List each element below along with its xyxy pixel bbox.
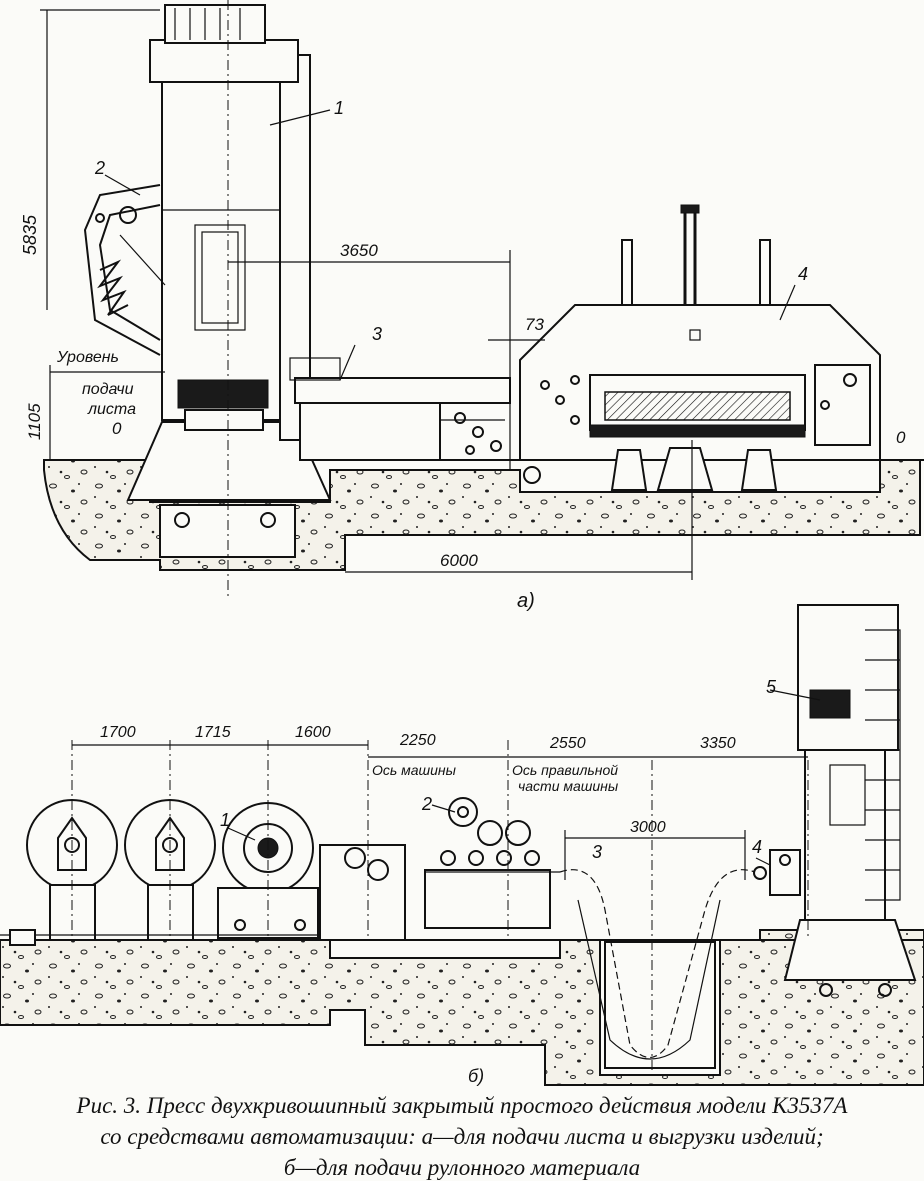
- press-drive: [164, 4, 266, 44]
- roller-table-3: [289, 357, 511, 461]
- press-5: [783, 604, 917, 997]
- straightener-axis-label-2: части машины: [518, 778, 619, 794]
- level-label-line3: листа: [87, 401, 136, 418]
- caption-line-1: Рис. 3. Пресс двухкривошипный закрытый п…: [76, 1093, 848, 1118]
- dim-b-2250: 2250: [399, 732, 436, 749]
- press-1: [126, 0, 332, 600]
- press-window: [194, 224, 246, 331]
- dim-b-1715: 1715: [195, 724, 231, 741]
- dim-3650: 3650: [340, 241, 378, 260]
- sheet-stack: [604, 391, 791, 421]
- callout-a-3: 3: [372, 324, 382, 344]
- unloader-4: [519, 204, 881, 491]
- stack-platform: [589, 424, 806, 438]
- level-label-line1: Уровень: [56, 349, 119, 366]
- dim-b-2550: 2550: [549, 735, 586, 752]
- straightener-body: [424, 869, 551, 929]
- press-b-column: [804, 749, 886, 921]
- caption-line-3: б—для подачи рулонного материала: [283, 1155, 641, 1180]
- dim-height-5835: 5835: [20, 214, 40, 255]
- callout-a-1: 1: [334, 98, 344, 118]
- foundation-b: [0, 929, 924, 1086]
- callout-b-3: 3: [592, 842, 602, 862]
- lift-jack: [656, 447, 714, 491]
- panel-label-b: б): [468, 1066, 484, 1086]
- dim-6000: 6000: [440, 551, 478, 570]
- roller-table-top: [294, 377, 511, 404]
- view-b: 1700 1715 1600 2250 2550 3350 3000 Ось м…: [0, 604, 924, 1086]
- view-a: 5835 3650 73 1105 6000 Уровень подачи ли…: [20, 0, 924, 612]
- loop-pit: [604, 941, 716, 1069]
- feeder-pivot-icon: [119, 206, 137, 224]
- press-slide: [177, 379, 269, 409]
- anchor-bolt-icon: [174, 512, 190, 528]
- roller-table-frame: [299, 402, 441, 461]
- feeder-unit: [319, 844, 406, 941]
- caption-line-2: со средствами автоматизации: а—для подач…: [100, 1124, 824, 1149]
- unloader-cabinet: [814, 364, 871, 446]
- press-b-top: [797, 604, 899, 751]
- dim-b-1600: 1600: [295, 724, 331, 741]
- anchor-bolt-icon: [260, 512, 276, 528]
- panel-label-a: а): [517, 590, 535, 612]
- coil-active: [217, 802, 319, 939]
- zero-mark-left: 0: [112, 419, 122, 438]
- machine-axis-label: Ось машины: [372, 762, 457, 778]
- level-label-line2: подачи: [82, 381, 134, 398]
- dim-b-3000: 3000: [630, 819, 666, 836]
- press-crown: [149, 39, 299, 83]
- sheet-feeder-2: [83, 184, 166, 356]
- press-die: [184, 409, 264, 431]
- callout-b-2: 2: [421, 794, 432, 814]
- callout-b-1: 1: [220, 810, 230, 830]
- straightener-2: [319, 797, 560, 941]
- press-b-base: [783, 919, 917, 981]
- press-column: [161, 79, 281, 421]
- callout-b-4: 4: [752, 837, 762, 857]
- press-feeder-4: [753, 849, 801, 896]
- figure-caption: Рис. 3. Пресс двухкривошипный закрытый п…: [0, 1090, 924, 1181]
- dim-b-1700: 1700: [100, 724, 136, 741]
- callout-b-5: 5: [766, 677, 777, 697]
- dim-1105: 1105: [25, 403, 44, 440]
- callout-a-2: 2: [94, 158, 105, 178]
- strip-loop-3: [559, 869, 756, 1059]
- straightener-axis-label-1: Ось правильной: [512, 762, 618, 778]
- callout-a-4: 4: [798, 264, 808, 284]
- dim-73: 73: [525, 315, 544, 334]
- dim-b-3350: 3350: [700, 735, 736, 752]
- zero-mark-right: 0: [896, 428, 906, 447]
